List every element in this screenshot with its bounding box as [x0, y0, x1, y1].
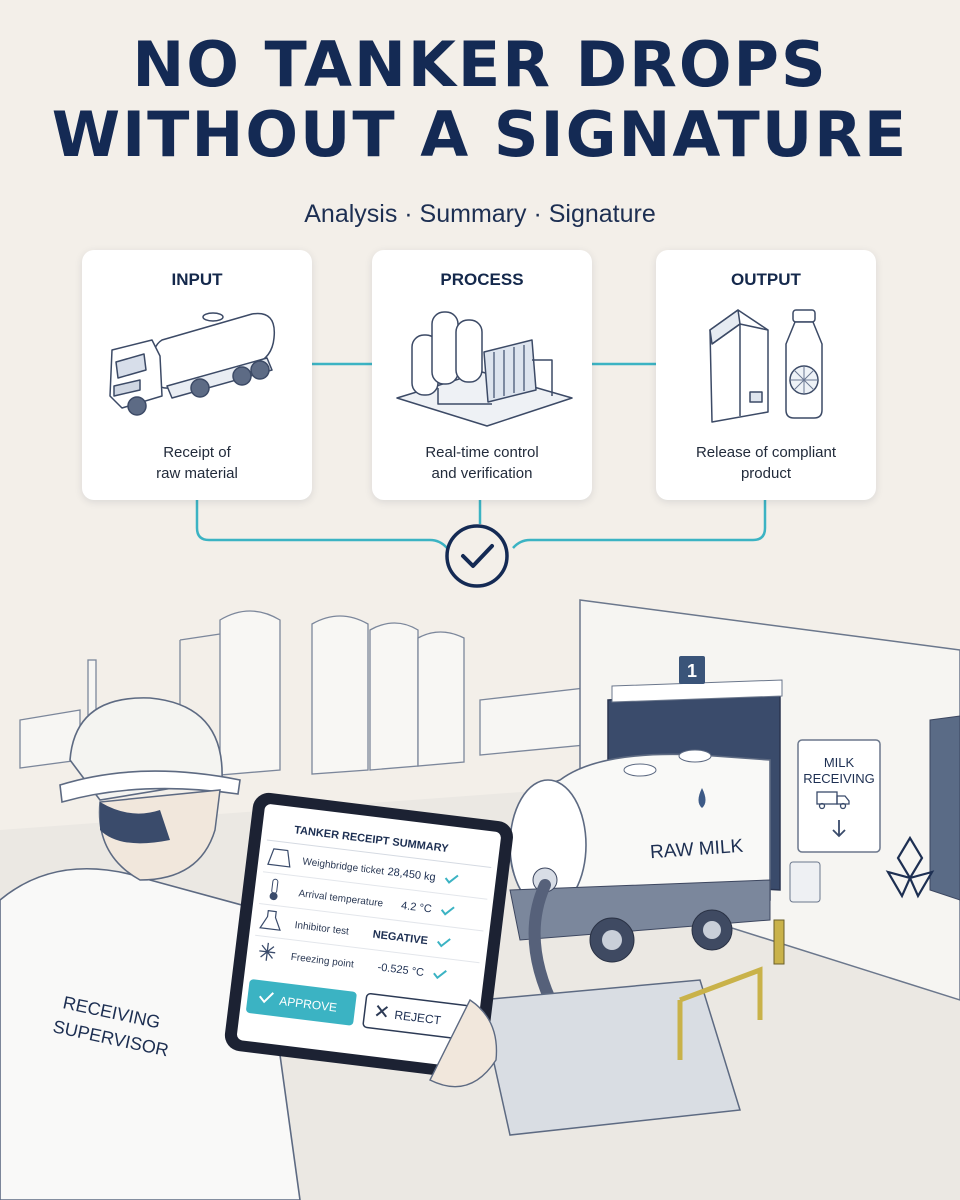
tanker-truck-icon	[109, 312, 276, 416]
scale-icon	[267, 848, 291, 868]
step-label: OUTPUT	[731, 270, 801, 289]
checkmark-circle-icon	[445, 524, 509, 588]
step-card-input: INPUT Receipt of raw material	[82, 250, 312, 500]
step-description: Real-time control and verification	[425, 444, 539, 482]
sign-line-1: MILK	[824, 755, 855, 770]
check-icon	[444, 874, 459, 884]
snowflake-icon	[259, 942, 276, 961]
hard-hat	[59, 770, 241, 804]
step-label: INPUT	[171, 270, 223, 289]
receiving-supervisor: RECEIVING SUPERVISOR	[0, 697, 301, 1200]
page-title: NO TANKER DROPS WITHOUT A SIGNATURE	[0, 30, 960, 170]
milk-receiving-sign: MILK RECEIVING	[797, 739, 881, 853]
check-icon	[440, 906, 455, 916]
milk-carton-bottle-icon	[709, 309, 823, 423]
reject-label: REJECT	[394, 1008, 443, 1028]
bay-number-badge	[679, 656, 705, 684]
row-value: 4.2 °C	[400, 900, 432, 916]
sign-line-2: RECEIVING	[803, 771, 875, 786]
thermometer-icon	[269, 878, 279, 901]
safety-rail	[677, 966, 763, 1060]
processing-plant-icon	[396, 311, 573, 427]
step-label: PROCESS	[440, 270, 524, 289]
hand	[429, 998, 498, 1088]
milk-tanker: RAW MILK	[509, 749, 771, 963]
flask-icon	[259, 909, 281, 931]
title-line-2: WITHOUT A SIGNATURE	[51, 98, 909, 171]
bollard	[773, 919, 785, 965]
row-value: 28,450 kg	[387, 866, 436, 884]
flower-logo-icon	[885, 835, 935, 899]
control-box	[789, 861, 821, 903]
truck-icon	[816, 791, 850, 810]
close-icon	[375, 1005, 389, 1018]
milk-silos	[179, 610, 465, 780]
milk-drop-icon	[698, 788, 706, 808]
subtitle: Analysis · Summary · Signature	[304, 200, 656, 228]
check-icon	[436, 938, 451, 948]
check-icon	[433, 969, 447, 980]
tablet[interactable]: TANKER RECEIPT SUMMARY Weighbridge ticke…	[223, 791, 515, 1081]
flow-connectors	[195, 362, 767, 588]
row-value: -0.525 °C	[377, 961, 425, 979]
step-card-process: PROCESS Real-time control and verificati…	[372, 250, 592, 500]
step-description: Receipt of raw material	[156, 444, 238, 482]
bay-number: 1	[687, 661, 697, 681]
receiving-scene: 1 MILK RECEIVING RAW MILK	[0, 599, 960, 1200]
step-description: Release of compliant product	[695, 444, 837, 482]
arrow-down-icon	[832, 820, 846, 838]
check-icon	[259, 992, 275, 1004]
discharge-pit	[479, 979, 741, 1136]
approve-button[interactable]: APPROVE	[246, 979, 357, 1026]
title-line-1: NO TANKER DROPS	[132, 28, 828, 101]
step-card-output: OUTPUT Release of compliant product	[656, 250, 876, 500]
